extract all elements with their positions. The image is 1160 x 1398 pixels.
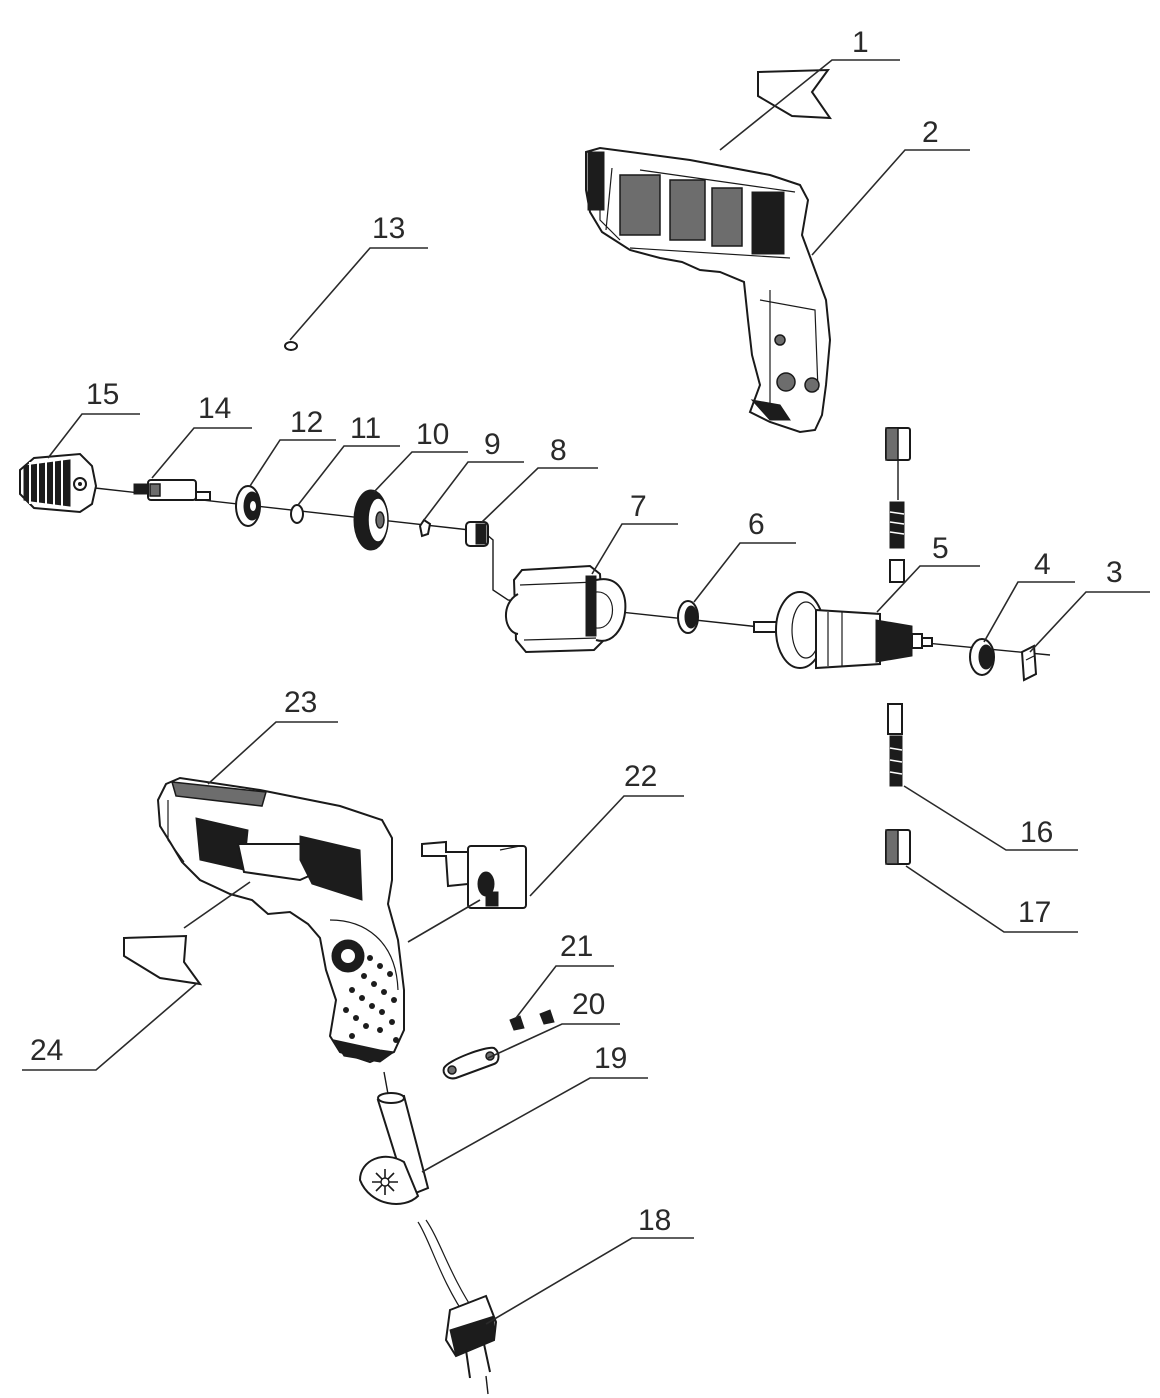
leader-24-upper <box>183 881 251 929</box>
part-18-power-cord <box>417 1219 498 1395</box>
part-14-spindle <box>133 479 211 501</box>
leader-23 <box>207 721 338 785</box>
leader-2 <box>811 149 970 256</box>
part-21-screws <box>509 1009 555 1031</box>
leader-lines <box>22 59 1150 1325</box>
callout-12: 12 <box>290 406 323 439</box>
callout-1: 1 <box>852 26 869 59</box>
callout-21: 21 <box>560 930 593 963</box>
leader-10 <box>373 451 468 493</box>
leader-17 <box>905 865 1078 933</box>
part-13-pin <box>284 341 298 351</box>
part-12-bearing <box>235 485 261 527</box>
callout-9: 9 <box>484 428 501 461</box>
leader-9 <box>423 461 524 521</box>
part-3-insulator <box>1020 644 1038 682</box>
callout-5: 5 <box>932 532 949 565</box>
part-19-cord-guard <box>358 1092 430 1205</box>
leader-15 <box>47 413 140 459</box>
callout-13: 13 <box>372 212 405 245</box>
part-9-clip <box>418 518 432 538</box>
leader-21 <box>515 965 614 1019</box>
leader-5 <box>876 565 980 613</box>
leader-13 <box>289 247 428 341</box>
leader-3 <box>1029 591 1150 653</box>
leader-20 <box>487 1023 620 1059</box>
callout-8: 8 <box>550 434 567 467</box>
callout-6: 6 <box>748 508 765 541</box>
leader-7 <box>591 523 678 575</box>
part-7-stator <box>505 564 627 654</box>
part-6-bearing <box>677 600 699 634</box>
leader-22 <box>529 795 684 897</box>
callout-7: 7 <box>630 490 647 523</box>
callout-17: 17 <box>1018 896 1051 929</box>
part-16-carbon-brush <box>887 703 903 787</box>
part-15-chuck <box>19 452 98 514</box>
leader-16 <box>903 785 1078 851</box>
leader-4 <box>983 581 1075 643</box>
callout-16: 16 <box>1020 816 1053 849</box>
part-10-gear <box>353 489 389 551</box>
leader-11 <box>297 445 400 506</box>
callout-23: 23 <box>284 686 317 719</box>
callout-14: 14 <box>198 392 231 425</box>
callout-2: 2 <box>922 116 939 149</box>
leader-8 <box>481 467 598 523</box>
leader-22-lower <box>407 899 481 943</box>
part-5-armature <box>753 591 933 670</box>
leader-6 <box>693 542 796 603</box>
callout-22: 22 <box>624 760 657 793</box>
part-2-housing-half <box>585 146 832 434</box>
leader-14 <box>151 427 252 479</box>
callout-4: 4 <box>1034 548 1051 581</box>
brush-holder-upper <box>885 427 911 583</box>
grip-dots <box>343 955 399 1043</box>
part-11-ring <box>290 504 304 524</box>
callout-20: 20 <box>572 988 605 1021</box>
callout-11: 11 <box>350 412 381 445</box>
leader-12 <box>249 439 336 487</box>
part-4-bearing <box>969 638 995 676</box>
callout-15: 15 <box>86 378 119 411</box>
part-23-housing <box>156 776 405 1064</box>
part-22-switch <box>421 840 527 909</box>
leader-18 <box>485 1237 694 1325</box>
callout-18: 18 <box>638 1204 671 1237</box>
callout-24: 24 <box>30 1034 63 1067</box>
part-17-brush-holder <box>885 829 911 865</box>
part-24-label-plate <box>123 934 203 986</box>
leader-24 <box>22 983 197 1071</box>
part-20-cord-clamp <box>442 1046 500 1080</box>
leader-1 <box>719 59 900 151</box>
callout-labels: 1 2 3 4 5 6 7 8 9 10 11 12 13 14 15 16 1… <box>30 26 1123 1237</box>
leader-19 <box>421 1077 648 1173</box>
callout-10: 10 <box>416 418 449 451</box>
part-8-bearing <box>465 521 489 547</box>
callout-19: 19 <box>594 1042 627 1075</box>
callout-3: 3 <box>1106 556 1123 589</box>
